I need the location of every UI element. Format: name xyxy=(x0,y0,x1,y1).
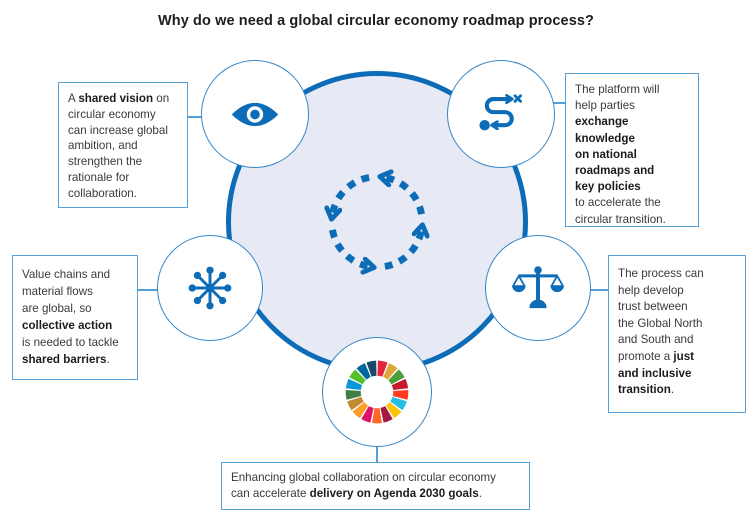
sdg-wheel-icon xyxy=(342,357,412,427)
knowledge-circle xyxy=(447,60,555,168)
agenda-2030-textbox: Enhancing global collaboration on circul… xyxy=(221,462,530,510)
collective-action-textbox: Value chains and material flows are glob… xyxy=(12,255,138,380)
agenda-2030-circle xyxy=(322,337,432,447)
route-icon xyxy=(473,86,529,142)
vision-textbox: A shared vision on circular economy can … xyxy=(58,82,188,208)
scales-icon xyxy=(511,262,565,314)
connector-line-just xyxy=(589,289,609,291)
connector-line-agenda xyxy=(376,445,378,463)
network-icon xyxy=(184,262,236,314)
connector-line-vision xyxy=(186,116,202,118)
eye-icon xyxy=(230,99,280,130)
collective-action-circle xyxy=(157,235,263,341)
vision-circle xyxy=(201,60,309,168)
page-title: Why do we need a global circular economy… xyxy=(158,13,594,29)
cycle-arrows-icon xyxy=(318,163,436,281)
just-transition-textbox: The process can help develop trust betwe… xyxy=(608,255,746,413)
connector-line-collective xyxy=(136,289,159,291)
just-transition-circle xyxy=(485,235,591,341)
knowledge-textbox: The platform will help parties exchange … xyxy=(565,73,699,227)
connector-line-knowledge xyxy=(553,102,566,104)
